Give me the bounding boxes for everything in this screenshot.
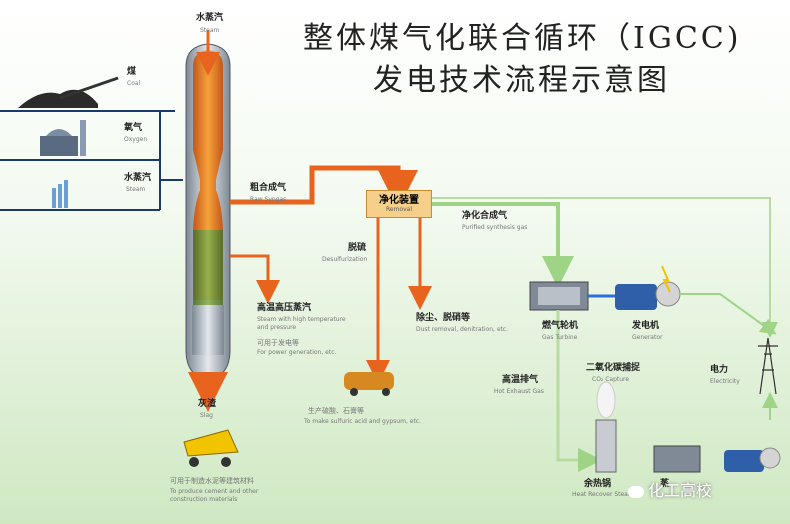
gas-turbine-icon — [529, 281, 589, 311]
purified-gas-label-en: Purified synthesis gas — [462, 224, 528, 231]
coal-label: 煤 — [127, 67, 137, 77]
slag-label: 灰渣 — [198, 399, 217, 409]
sulfur-use-label: 生产硫酸、石膏等 — [308, 407, 364, 415]
electricity-label: 电力 — [710, 365, 729, 375]
co2-capture-icon — [595, 381, 617, 473]
steam-turbine-icon — [653, 445, 781, 473]
dust-removal-label: 除尘、脱硝等 — [416, 313, 471, 323]
hp-steam-label: 高温高压蒸汽 — [257, 303, 312, 313]
generator-icon — [615, 265, 681, 310]
slag-use-label: 可用于制造水泥等建筑材料 — [170, 477, 254, 485]
oxygen-label: 氧气 — [124, 123, 143, 133]
exhaust-label-en: Hot Exhaust Gas — [494, 388, 544, 395]
wechat-icon — [628, 485, 644, 498]
steam-top-label: 水蒸汽 — [196, 13, 224, 23]
hrsg-label: 余热锅 — [584, 479, 612, 489]
removal-label: 净化装置 — [379, 195, 419, 206]
steam-turbine-label: 蒸 — [660, 479, 670, 489]
coal-label-en: Coal — [127, 80, 141, 87]
steam-top-label-en: Steam — [200, 27, 220, 34]
steam-tubes-icon — [52, 180, 68, 208]
sulfur-use-label-en: To make sulfuric acid and gypsum, etc. — [304, 418, 422, 425]
exhaust-label: 高温排气 — [502, 375, 539, 385]
oxygen-plant-icon — [40, 120, 86, 156]
hp-steam-label-en1: Steam with high temperature — [257, 316, 346, 323]
steam-label-en: Steam — [126, 186, 146, 193]
co2-capture-label: 二氧化碳捕捉 — [586, 363, 641, 373]
raw-syngas-label-en: Raw Syngas — [250, 196, 287, 203]
gas-turbine-label-en: Gas Turbine — [542, 334, 578, 341]
watermark: 化工高校 — [628, 482, 712, 500]
gas-turbine-label: 燃气轮机 — [542, 321, 579, 331]
co2-capture-label-en: CO₂ Capture — [592, 376, 630, 383]
dust-removal-label-en: Dust removal, denitration, etc. — [416, 326, 509, 333]
gasifier-vessel — [185, 30, 231, 412]
slag-use-label-en1: To produce cement and other — [170, 488, 259, 495]
generator-label-en: Generator — [632, 334, 663, 341]
hrsg-label-en: Heat Recover Steam — [572, 491, 634, 498]
hp-steam-use-label-en: For power generation, etc. — [257, 349, 337, 356]
watermark-text: 化工高校 — [648, 481, 713, 500]
removal-label-en: Removal — [385, 206, 412, 213]
desulfurization-label: 脱硫 — [348, 243, 367, 253]
oxygen-label-en: Oxygen — [124, 136, 148, 143]
transmission-tower-icon — [758, 337, 778, 395]
diagram-title-line2: 发电技术流程示意图 — [373, 63, 670, 98]
coal-pile-icon — [18, 76, 119, 108]
hp-steam-use-label: 可用于发电等 — [257, 339, 299, 347]
sulfur-truck-icon — [344, 372, 394, 396]
slag-label-en: Slag — [200, 412, 213, 419]
input-lines — [0, 110, 183, 211]
slag-truck-icon — [183, 429, 239, 467]
slag-use-label-en2: construction materials — [170, 496, 238, 503]
desulfurization-label-en: Desulfurization — [322, 256, 368, 263]
purified-gas-label: 净化合成气 — [462, 211, 508, 221]
diagram-title-line1: 整体煤气化联合循环（IGCC) — [303, 21, 742, 56]
generator-label: 发电机 — [632, 321, 660, 331]
electricity-label-en: Electricity — [710, 378, 740, 385]
hp-steam-label-en2: and pressure — [257, 324, 297, 331]
removal-unit: 净化装置 Removal — [366, 190, 432, 218]
steam-label: 水蒸汽 — [124, 173, 152, 183]
raw-syngas-label: 粗合成气 — [250, 183, 287, 193]
